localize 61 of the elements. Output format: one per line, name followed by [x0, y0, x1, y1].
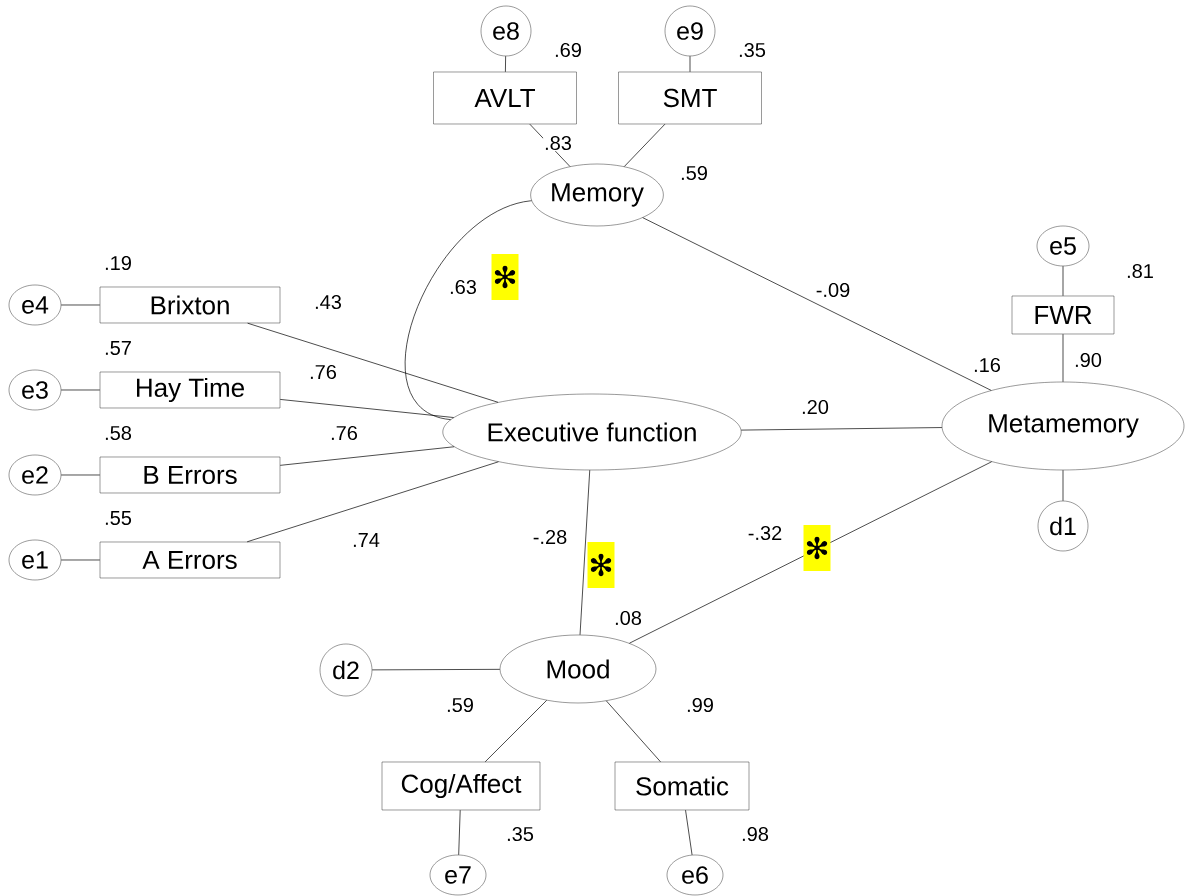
- significance-mark: ✻: [587, 542, 615, 588]
- value-label: .35: [739, 42, 766, 58]
- path-line: [1062, 333, 1064, 383]
- path-line: [740, 427, 943, 431]
- variable-box: Somatic: [614, 761, 750, 811]
- value-label: .81: [1127, 263, 1153, 279]
- edge-label: .90: [1073, 351, 1103, 369]
- path-line: [505, 55, 506, 73]
- edge-label: -.09: [814, 281, 852, 299]
- edge-label: .83: [543, 134, 573, 152]
- path-line: [60, 304, 101, 306]
- edge-label: .59: [679, 164, 709, 182]
- variable-box: SMT: [618, 71, 762, 125]
- path-line: [606, 700, 661, 763]
- path-line: [484, 700, 547, 763]
- path-line: [1062, 265, 1064, 297]
- variable-box: Cog/Affect: [381, 761, 541, 811]
- value-label: .58: [105, 425, 132, 441]
- value-label: .98: [742, 826, 769, 842]
- path-line: [642, 217, 992, 391]
- variable-box: Hay Time: [99, 371, 281, 409]
- path-line: [579, 469, 591, 636]
- edge-label: .76: [329, 424, 359, 442]
- path-line: [1062, 469, 1064, 502]
- value-label: .19: [105, 255, 131, 271]
- edge-label: -.28: [531, 528, 569, 546]
- significance-mark: ✻: [491, 254, 519, 300]
- path-line: [60, 559, 101, 561]
- variable-box: A Errors: [99, 541, 281, 579]
- path-line: [60, 474, 101, 476]
- edge-label: .43: [313, 293, 343, 311]
- value-label: .35: [507, 826, 534, 842]
- value-label: .55: [105, 511, 132, 525]
- path-line: [371, 669, 501, 671]
- edge-label: .76: [308, 363, 338, 381]
- variable-box: Brixton: [99, 286, 281, 324]
- edge-label: .20: [800, 398, 830, 416]
- path-line: [629, 461, 993, 644]
- path-line: [60, 389, 101, 391]
- variable-box: AVLT: [433, 71, 577, 125]
- path-line: [623, 123, 666, 167]
- edge-label: .99: [685, 696, 715, 714]
- edge-label: .63: [448, 278, 478, 296]
- path-line: [279, 446, 455, 466]
- edge-label: -.32: [746, 524, 784, 542]
- path-line: [685, 809, 693, 856]
- variable-box: FWR: [1011, 295, 1115, 335]
- variable-box: B Errors: [99, 456, 281, 494]
- path-line: [279, 399, 455, 418]
- edge-label: .74: [351, 532, 381, 548]
- value-label: .57: [105, 341, 131, 355]
- path-line: [404, 200, 532, 420]
- path-line: [689, 55, 691, 73]
- path-line: [247, 322, 499, 403]
- value-label: .08: [615, 610, 642, 626]
- path-line: [458, 809, 461, 856]
- edge-label: .59: [445, 696, 475, 714]
- value-label: .16: [974, 357, 1001, 373]
- significance-mark: ✻: [803, 525, 831, 571]
- path-line: [246, 461, 499, 543]
- value-label: .69: [555, 42, 581, 58]
